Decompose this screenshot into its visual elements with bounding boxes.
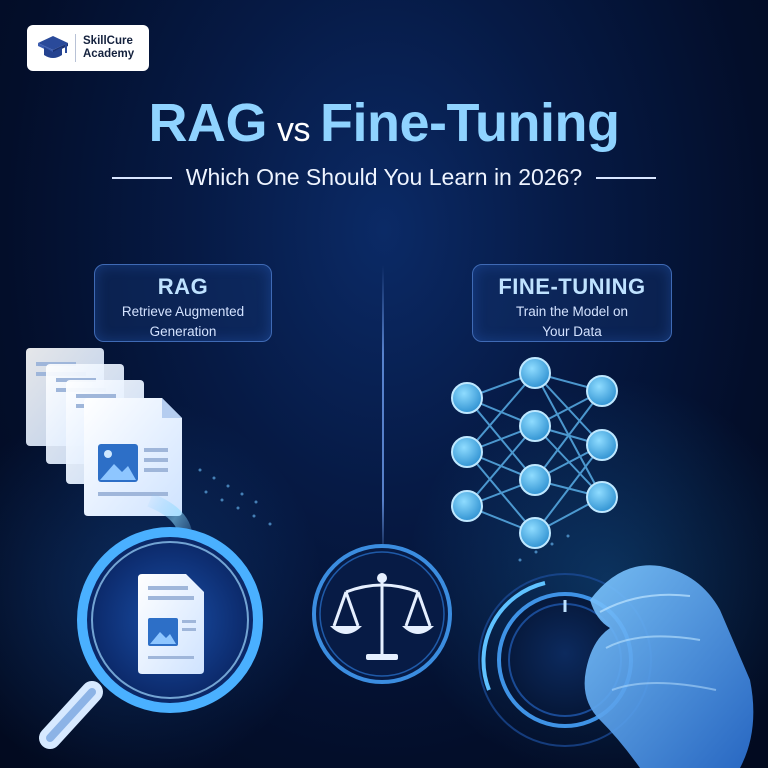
balance-scale-icon xyxy=(312,544,452,684)
title-fine-tuning: Fine-Tuning xyxy=(320,93,620,153)
fine-tuning-card-title: FINE-TUNING xyxy=(498,274,646,299)
rag-card-line1: Retrieve Augmented xyxy=(121,304,245,319)
center-divider xyxy=(382,265,384,560)
brand-name: SkillCure Academy xyxy=(83,35,134,61)
hand-icon xyxy=(584,565,754,768)
fine-tuning-card-line2: Your Data xyxy=(542,324,602,339)
subtitle-row: Which One Should You Learn in 2026? xyxy=(0,164,768,191)
magnifying-glass-icon xyxy=(39,527,263,749)
brand-logo: SkillCure Academy xyxy=(27,25,149,71)
rag-card: RAG Retrieve Augmented Generation xyxy=(94,264,272,342)
subtitle: Which One Should You Learn in 2026? xyxy=(185,164,583,190)
fine-tuning-card-line1: Train the Model on xyxy=(515,304,629,319)
graduation-cap-icon xyxy=(38,36,68,58)
subtitle-line-right xyxy=(596,176,657,179)
particle-dots xyxy=(198,468,570,562)
title-rag: RAG xyxy=(148,93,268,153)
fine-tuning-card: FINE-TUNING Train the Model on Your Data xyxy=(472,264,672,342)
logo-divider xyxy=(75,34,76,62)
rag-card-title: RAG xyxy=(157,274,209,299)
rag-card-line2: Generation xyxy=(149,324,217,339)
subtitle-line-left xyxy=(111,176,172,179)
neural-network-icon xyxy=(451,357,618,549)
title-vs: vs xyxy=(277,111,311,149)
document-stack-icon xyxy=(26,348,182,516)
brand-name-line1: SkillCure xyxy=(83,35,133,47)
brand-name-line2: Academy xyxy=(83,48,135,60)
